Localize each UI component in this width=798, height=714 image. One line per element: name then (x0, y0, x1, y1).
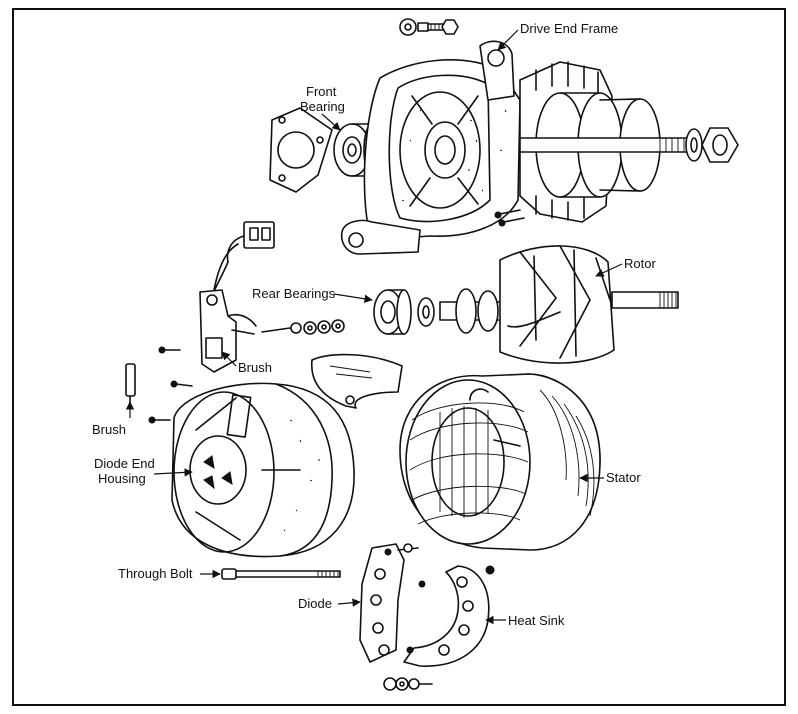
gasket-plate (269, 107, 333, 193)
small-screws-top (494, 209, 525, 227)
fan-pulley (519, 61, 691, 223)
diode-screws (397, 543, 426, 588)
top-nut-bolt (399, 18, 459, 36)
label-rotor: Rotor (624, 256, 656, 271)
label-brush: Brush (92, 422, 126, 437)
label-heat-sink: Heat Sink (508, 613, 565, 628)
label-drive-end-frame: Drive End Frame (520, 21, 618, 36)
stator (399, 373, 601, 551)
diode-end-housing (171, 382, 355, 558)
label-front-bearing-line1: Front (306, 84, 337, 99)
rear-bearing (373, 289, 412, 335)
label-stator: Stator (606, 470, 641, 485)
label-diode: Diode (298, 596, 332, 611)
label-rear-bearings: Rear Bearings (252, 286, 336, 301)
terminal-plug (211, 221, 275, 297)
label-brush-holder: Brush (238, 360, 272, 375)
figure-border (12, 8, 786, 706)
through-bolt (221, 568, 341, 580)
insulator-plate (310, 353, 403, 409)
heat-sink (403, 565, 495, 667)
label-diode-end-housing-line2: Housing (98, 471, 146, 486)
brush (125, 363, 136, 409)
label-diode-end-housing-line1: Diode End (94, 456, 155, 471)
label-through-bolt: Through Bolt (118, 566, 193, 581)
bottom-nuts (383, 677, 433, 691)
bearing-spacer (417, 297, 435, 327)
leader-lines (125, 29, 623, 625)
rotor (439, 245, 679, 364)
brush-screws (148, 319, 345, 424)
pulley-nut-washer (685, 127, 739, 163)
drive-end-frame (340, 40, 521, 255)
diode-plate (359, 543, 405, 663)
label-front-bearing-line2: Bearing (300, 99, 345, 114)
